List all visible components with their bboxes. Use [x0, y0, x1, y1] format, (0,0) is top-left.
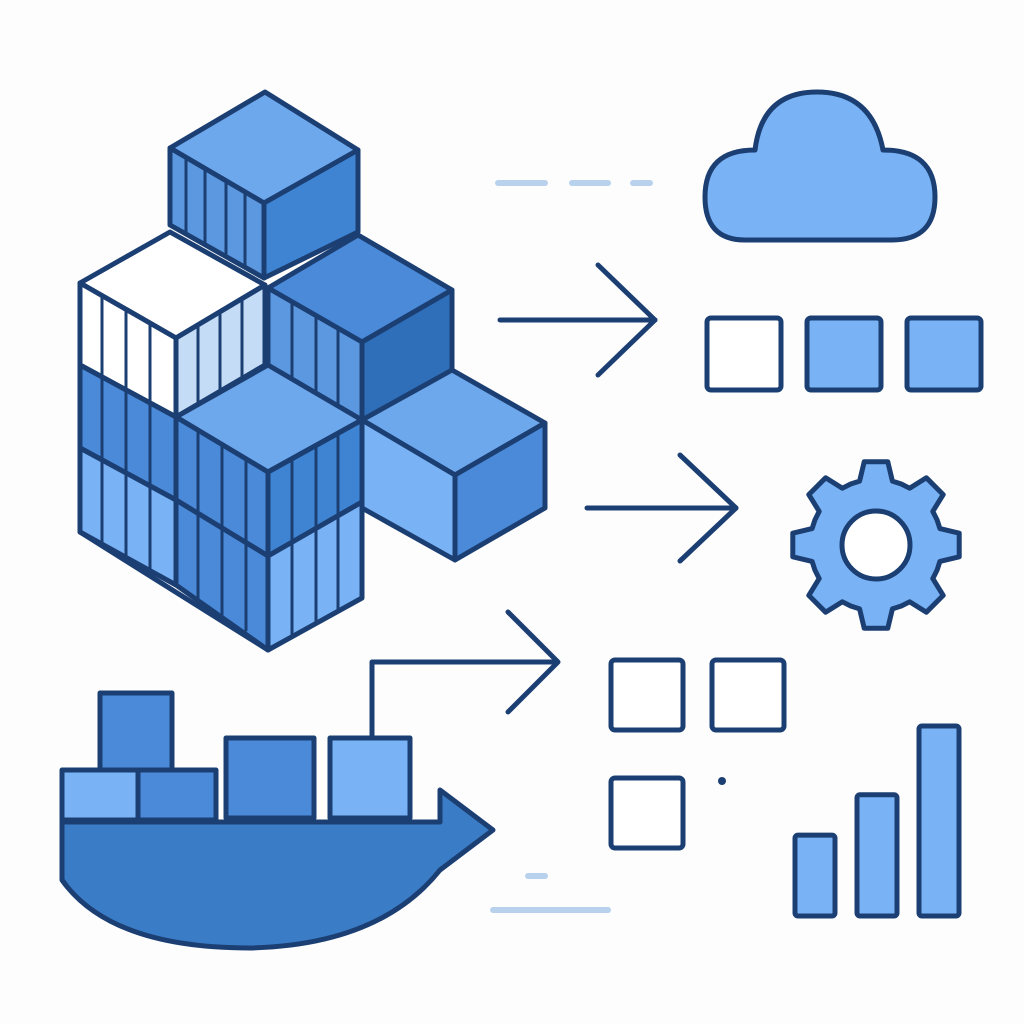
bar — [854, 792, 900, 919]
container-cube — [359, 367, 548, 563]
container-cube — [77, 497, 365, 653]
container-cube — [173, 362, 365, 559]
arrow-right-icon — [584, 452, 739, 564]
container-cube — [265, 232, 455, 425]
gear-icon — [790, 459, 962, 631]
square-filled — [804, 315, 884, 393]
bar — [792, 832, 838, 919]
dot — [718, 777, 726, 785]
dash-decorations — [490, 180, 653, 913]
square-outline — [608, 657, 686, 733]
cargo-ship-icon — [59, 659, 558, 951]
bar — [916, 723, 962, 919]
square-row-top — [704, 315, 984, 393]
square-outline — [704, 315, 784, 393]
square-outline — [709, 657, 787, 733]
square-outline — [608, 775, 686, 851]
container-cube — [167, 89, 361, 281]
bar-chart-icon — [792, 723, 962, 919]
arrow-right-icon — [505, 609, 561, 715]
cloud-icon — [702, 89, 938, 243]
arrow-right-icon — [497, 262, 658, 378]
container-stack-icon — [77, 89, 548, 653]
square-filled — [904, 315, 984, 393]
square-grid — [608, 657, 787, 851]
